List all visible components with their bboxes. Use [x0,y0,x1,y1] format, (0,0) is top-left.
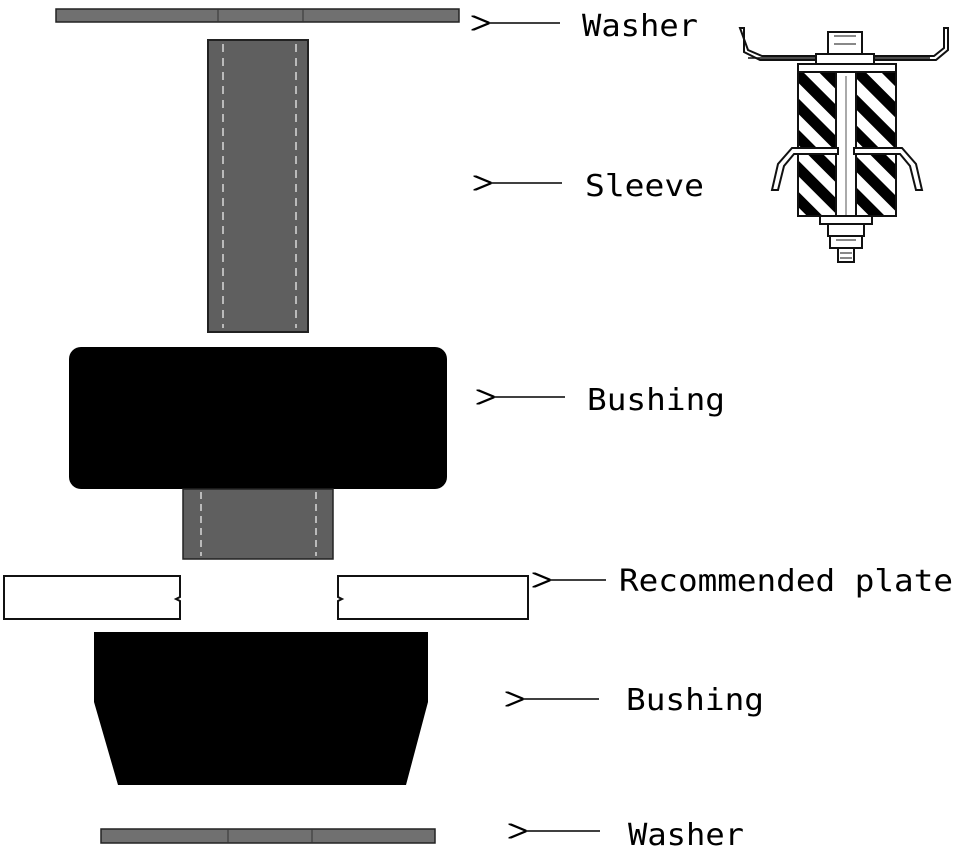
washer-top [55,8,460,23]
label-bushing-bottom: Bushing [626,683,764,718]
bushing-bottom [94,632,428,785]
bushing-top [69,347,447,489]
label-sleeve: Sleeve [585,169,704,204]
sleeve [207,39,309,333]
label-bushing-top: Bushing [587,383,725,418]
sleeve-stub [182,488,334,560]
assembled-mount-icon [738,27,949,263]
label-recommended-plate: Recommended plate [619,564,953,599]
label-washer-bottom: Washer [628,818,744,853]
recommended-plate [3,575,529,620]
washer-bottom [100,828,436,844]
label-washer-top: Washer [582,9,698,44]
